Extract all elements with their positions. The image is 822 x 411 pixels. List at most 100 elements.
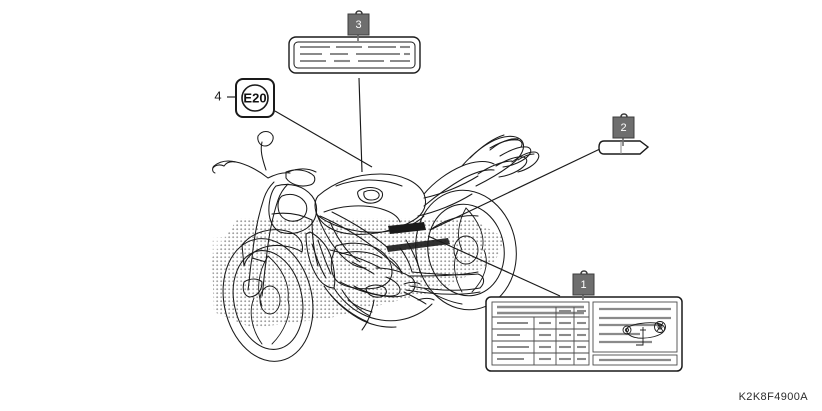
leader-lines: [227, 77, 603, 297]
clutch-cover-circle: [365, 284, 387, 298]
tank-shroud-left: [315, 211, 367, 269]
mirror-stem-left: [260, 141, 267, 171]
chain-dark-run: [386, 238, 450, 252]
left-grip: [212, 164, 225, 169]
side-stand: [361, 299, 375, 331]
radiator-fins-2: [317, 239, 332, 275]
motorcycle-illustration: [212, 130, 540, 362]
e20-emblem-group[interactable]: E20: [235, 78, 275, 118]
e20-emblem-ring: [241, 84, 269, 112]
belly-pan-edge: [329, 293, 369, 323]
front-fork-lower-left: [247, 257, 253, 291]
handlebar-left: [223, 161, 269, 179]
label-2-shape: [598, 140, 650, 155]
callout-3-number: 3: [355, 19, 361, 31]
label-1-table-text: [497, 309, 586, 361]
front-wheel: [222, 238, 314, 362]
rear-tire-inner: [427, 203, 505, 297]
label-1-table-grid: [492, 307, 589, 365]
subframe-upper: [423, 175, 479, 199]
e20-emblem-label: E20: [243, 90, 266, 105]
cowl-crease: [271, 212, 313, 221]
swingarm-label-patch: [388, 222, 426, 234]
footpeg: [417, 297, 435, 301]
rear-brake-line: [423, 287, 463, 305]
front-tire-inner: [232, 250, 304, 350]
frame-spar-right: [331, 211, 389, 249]
callout-2-badge-group[interactable]: 2: [612, 113, 635, 146]
shift-lever: [347, 299, 373, 313]
label-2-group[interactable]: [598, 140, 650, 155]
callout-2-badge: [612, 116, 635, 139]
frame-detail-a: [351, 261, 375, 275]
part-number-text: K2K8F4900A: [738, 391, 808, 403]
tail-light: [511, 151, 540, 173]
callout-3-badge: [347, 13, 370, 36]
tank-knee-recess: [323, 205, 401, 223]
headlight-cowl: [268, 183, 318, 235]
fuel-cap-inner: [363, 189, 380, 201]
leader-line-3: [358, 77, 363, 173]
callout-1-hook: [580, 270, 588, 275]
subframe-lower: [417, 193, 473, 217]
callout-1-badge: [572, 273, 595, 296]
exhaust-collector: [399, 303, 433, 321]
label-3-text-lines: [300, 45, 410, 63]
front-wheel-spokes: [250, 255, 290, 345]
fork-brace: [251, 257, 267, 263]
chain-lower: [405, 289, 481, 295]
front-fork-left: [251, 181, 275, 259]
seat-underline: [423, 169, 495, 207]
left-lever: [212, 160, 237, 174]
leader-line-2: [429, 147, 603, 231]
engine-head-line: [339, 251, 383, 259]
top-clamp: [267, 172, 291, 179]
swingarm-end: [477, 273, 485, 289]
callout-4-number: 4: [214, 88, 221, 103]
rear-wheel-hub: [453, 207, 487, 293]
mirror-head-left: [257, 130, 274, 147]
label-1-right-panel: [592, 301, 678, 353]
exhaust-tip-lower: [495, 156, 528, 178]
label-3-group[interactable]: [288, 36, 421, 74]
swingarm-bottom: [409, 285, 481, 291]
exhaust-tip-upper: [499, 146, 532, 168]
label-1-right-text: [599, 307, 671, 344]
callout-3-hook: [355, 10, 363, 15]
shock-linkage: [403, 281, 421, 285]
leader-line-1: [427, 235, 561, 297]
header-pipe-1: [333, 287, 401, 322]
callout-2-number: 2: [620, 122, 626, 134]
tank-shroud-edge: [329, 221, 361, 263]
headlight-lens: [277, 193, 308, 222]
tank-seam-top: [335, 179, 403, 187]
tail-light-detail: [517, 153, 535, 161]
radiator-fins: [311, 243, 327, 279]
front-fork-lower-right: [261, 261, 267, 297]
callout-2-hook: [620, 113, 628, 118]
callout-4-group[interactable]: 4: [214, 88, 221, 103]
tire-pressure-gauge-icon: [622, 321, 666, 346]
chain-upper: [407, 271, 479, 277]
label-1-group[interactable]: [485, 296, 683, 372]
grab-rail: [489, 139, 523, 149]
swingarm-top: [411, 271, 479, 276]
rear-wheel: [415, 189, 517, 311]
front-brake-caliper: [242, 278, 263, 298]
frame-detail-b: [389, 257, 403, 275]
fuel-cap: [357, 187, 383, 204]
rider-seat: [423, 161, 495, 195]
tail-top-edge: [469, 134, 505, 159]
engine-cylinder: [330, 242, 393, 290]
callout-1-number: 1: [580, 279, 586, 291]
callout-1-badge-group[interactable]: 1: [572, 270, 595, 300]
callout-3-badge-group[interactable]: 3: [347, 10, 370, 41]
tail-section: [461, 135, 525, 187]
instrument-cluster: [285, 169, 316, 187]
frame-down-tube: [311, 219, 319, 267]
label-1-left-header: [497, 305, 584, 315]
crankcase-cover: [353, 276, 401, 297]
muffler-body: [477, 160, 513, 175]
